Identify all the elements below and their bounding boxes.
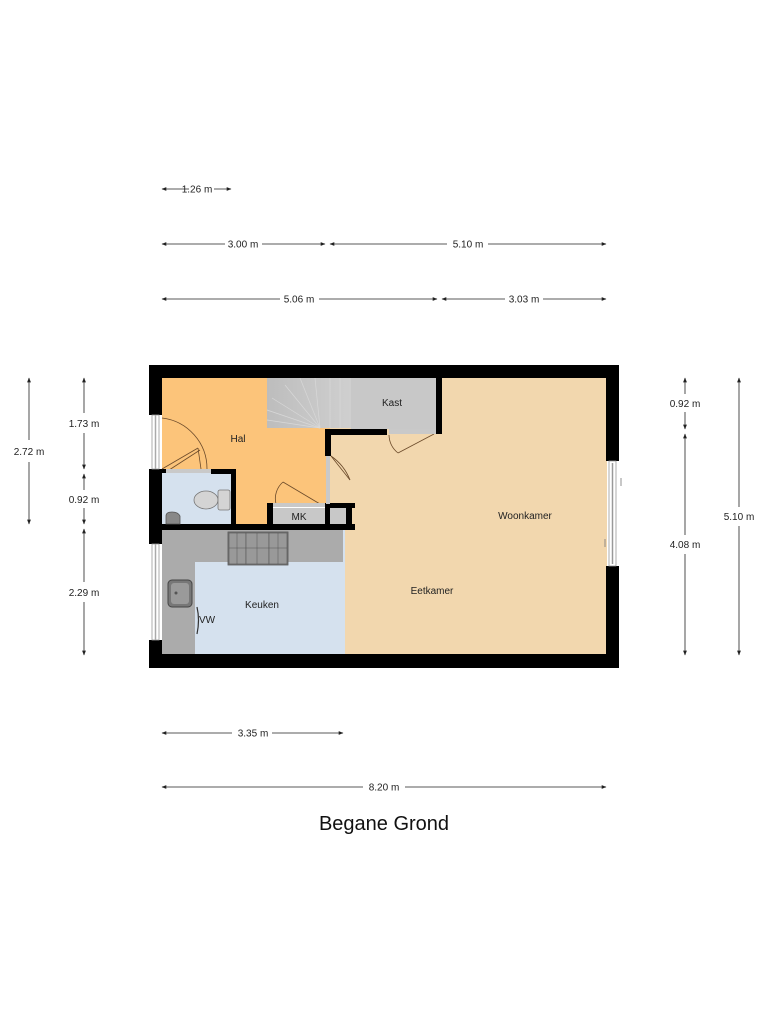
label-woonkamer: Woonkamer bbox=[498, 511, 552, 522]
dim-top-4: 5.06 m bbox=[284, 295, 315, 306]
dim-right-2: 4.08 m bbox=[670, 540, 701, 551]
floor-title: Begane Grond bbox=[318, 813, 450, 835]
doors bbox=[161, 417, 435, 505]
label-vw: VW bbox=[199, 615, 216, 626]
label-eetkamer: Eetkamer bbox=[411, 586, 454, 597]
dim-left-3: 0.92 m bbox=[69, 495, 100, 506]
dim-right-1: 0.92 m bbox=[670, 399, 701, 410]
kitchen-counter bbox=[162, 530, 343, 655]
dimensions-top: 1.26 m 3.00 m 5.10 m 5.06 m 3.03 m bbox=[161, 185, 607, 306]
label-mk: MK bbox=[292, 512, 307, 523]
dim-right-3: 5.10 m bbox=[724, 512, 755, 523]
room-labels: Hal Kast MK Woonkamer Eetkamer Keuken VW bbox=[199, 398, 553, 626]
stove-icon bbox=[227, 531, 289, 566]
stairs-treads bbox=[266, 377, 341, 429]
dim-top-3: 5.10 m bbox=[453, 240, 484, 251]
heater-icon bbox=[196, 606, 200, 635]
dim-top-5: 3.03 m bbox=[509, 295, 540, 306]
washbasin-icon bbox=[165, 511, 181, 525]
dimensions-bottom: 3.35 m 8.20 m bbox=[161, 729, 607, 794]
dim-bottom-2: 8.20 m bbox=[369, 783, 400, 794]
windows bbox=[151, 414, 622, 641]
dimensions-left: 2.72 m 1.73 m 0.92 m 2.29 m bbox=[14, 377, 100, 656]
room-mk bbox=[273, 508, 325, 525]
dim-top-2: 3.00 m bbox=[228, 240, 259, 251]
fixtures bbox=[165, 489, 289, 635]
room-kast bbox=[351, 378, 436, 429]
dim-bottom-1: 3.35 m bbox=[238, 729, 269, 740]
dim-left-4: 2.29 m bbox=[69, 588, 100, 599]
label-kast: Kast bbox=[382, 398, 402, 409]
label-keuken: Keuken bbox=[245, 600, 279, 611]
door-thresholds bbox=[166, 429, 436, 507]
walls bbox=[149, 365, 619, 668]
dimensions-right: 0.92 m 4.08 m 5.10 m bbox=[670, 377, 755, 656]
dim-left-1: 2.72 m bbox=[14, 447, 45, 458]
dim-top-1: 1.26 m bbox=[182, 185, 213, 196]
toilet-icon bbox=[193, 490, 219, 510]
stairs bbox=[267, 378, 351, 428]
shaft bbox=[330, 508, 346, 525]
dim-left-2: 1.73 m bbox=[69, 419, 100, 430]
room-fills bbox=[162, 377, 607, 655]
label-hal: Hal bbox=[230, 434, 245, 445]
